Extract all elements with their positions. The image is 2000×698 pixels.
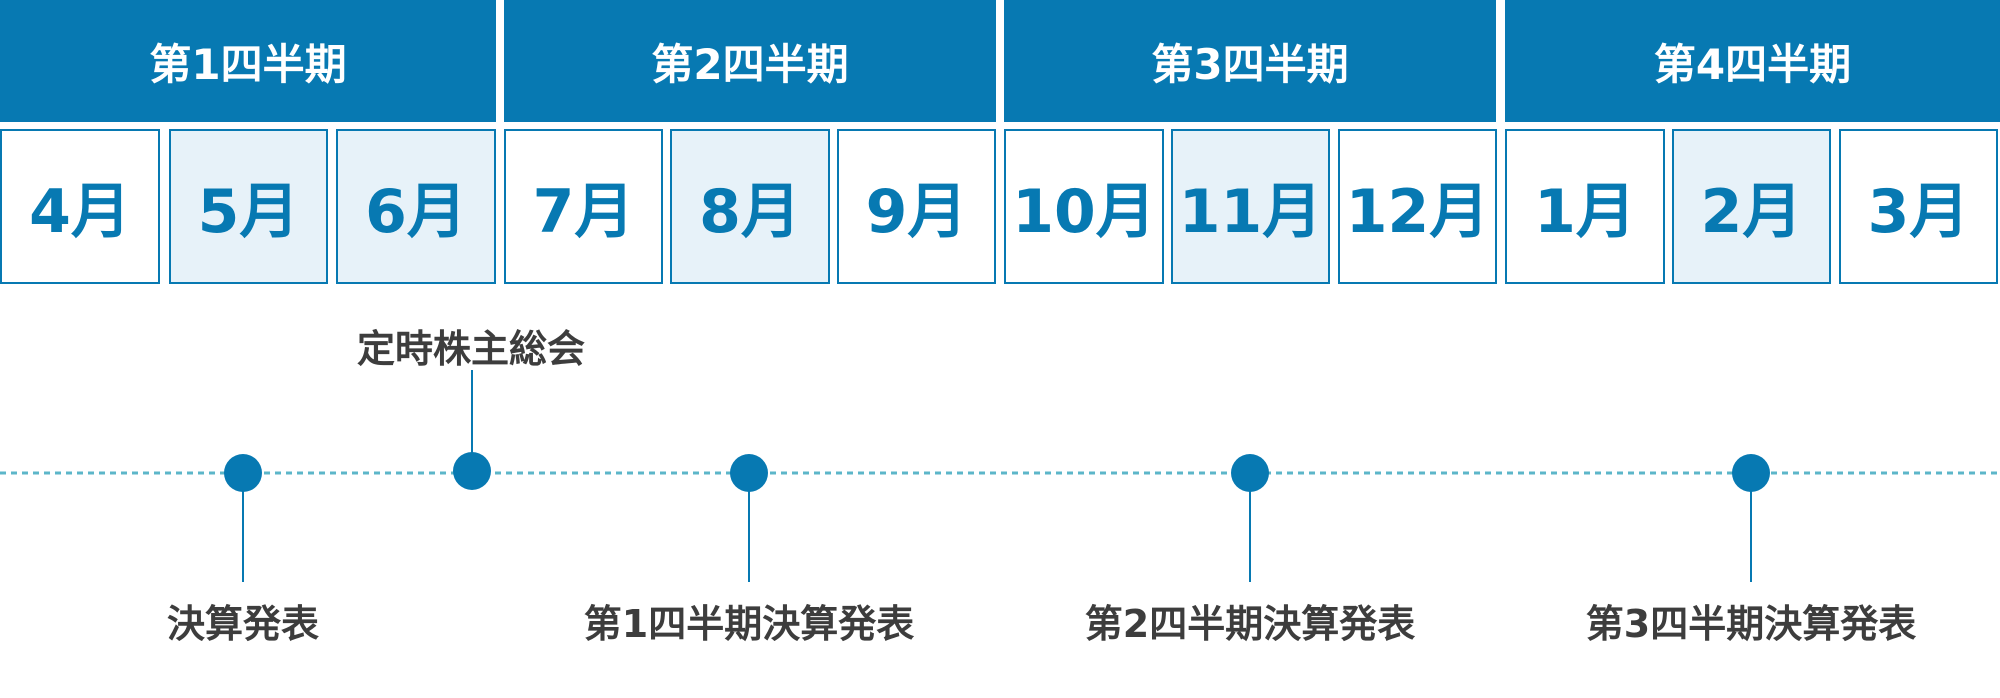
quarter-1-header: 第1四半期 — [0, 0, 496, 122]
event-label-q2-earnings: 第2四半期決算発表 — [1084, 602, 1416, 646]
month-cell-nov: 11月 — [1171, 129, 1330, 284]
month-cell-jul: 7月 — [504, 129, 663, 284]
month-row: 4月 5月 6月 7月 8月 9月 10月 11月 12月 1月 2月 3月 — [0, 129, 2000, 288]
month-cell-jan: 1月 — [1505, 129, 1665, 284]
event-label-earnings: 決算発表 — [166, 602, 320, 646]
event-label-q1-earnings: 第1四半期決算発表 — [583, 602, 915, 646]
month-cell-dec: 12月 — [1338, 129, 1497, 284]
event-dot-q1-earnings — [730, 454, 768, 492]
month-cell-may: 5月 — [169, 129, 328, 284]
event-dot-earnings — [224, 454, 262, 492]
month-cell-apr: 4月 — [0, 129, 160, 284]
month-cell-feb: 2月 — [1672, 129, 1831, 284]
quarter-3-header: 第3四半期 — [1004, 0, 1496, 122]
quarter-4-header: 第4四半期 — [1505, 0, 2000, 122]
quarter-2-header: 第2四半期 — [504, 0, 996, 122]
quarter-header-row: 第1四半期 第2四半期 第3四半期 第4四半期 — [0, 0, 2000, 122]
event-dot-agm — [453, 452, 491, 490]
event-label-q3-earnings: 第3四半期決算発表 — [1585, 602, 1917, 646]
event-dot-q2-earnings — [1231, 454, 1269, 492]
month-cell-mar: 3月 — [1839, 129, 1998, 284]
event-label-agm: 定時株主総会 — [356, 327, 586, 371]
month-cell-aug: 8月 — [670, 129, 830, 284]
event-dot-q3-earnings — [1732, 454, 1770, 492]
month-cell-oct: 10月 — [1004, 129, 1164, 284]
month-cell-jun: 6月 — [336, 129, 496, 284]
month-cell-sep: 9月 — [837, 129, 996, 284]
